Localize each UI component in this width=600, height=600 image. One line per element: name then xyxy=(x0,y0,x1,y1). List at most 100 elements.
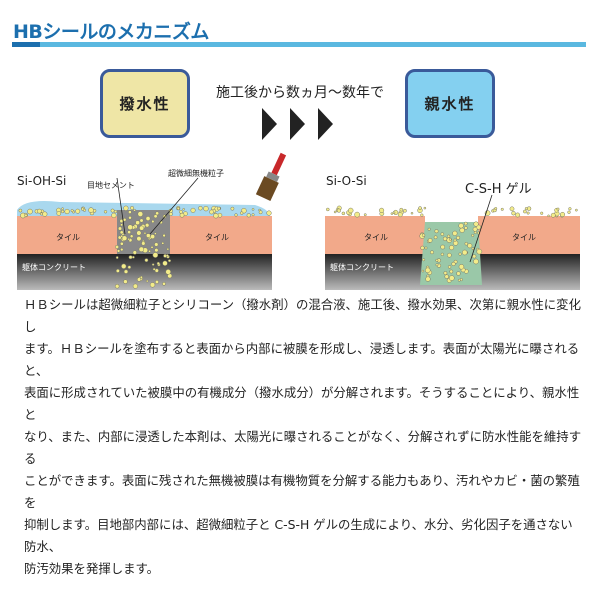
particle xyxy=(166,247,170,251)
particle xyxy=(217,206,221,211)
particle xyxy=(540,211,544,215)
particle xyxy=(422,258,426,262)
formula-label: Si-O-Si xyxy=(326,174,367,188)
particle xyxy=(42,211,48,217)
particle xyxy=(135,220,140,226)
particle xyxy=(138,246,145,253)
particle xyxy=(115,268,120,273)
transition-text: 施工後から数ヵ月～数年で xyxy=(216,85,384,101)
particle xyxy=(120,234,124,238)
particle xyxy=(145,279,149,283)
particle xyxy=(128,215,132,220)
particle xyxy=(70,209,74,213)
particle xyxy=(123,205,129,211)
paragraph-line: 抑制します。目地部内部には、超微細粒子と C-S-H ゲルの生成により、水分、劣… xyxy=(24,517,573,554)
tile-right xyxy=(478,216,580,254)
particle xyxy=(154,268,159,273)
paragraph-line: 防汚効果を発揮します。 xyxy=(24,561,160,576)
paragraph-line: ことができます。表面に残された無機被膜は有機物質を分解する能力もあり、汚れやカビ… xyxy=(24,473,580,510)
particle xyxy=(162,281,166,286)
particle xyxy=(123,269,129,274)
particle xyxy=(526,211,530,215)
paragraph-line: ＨＢシールは超微細粒子とシリコーン（撥水剤）の混合液、施工後、撥水効果、次第に親… xyxy=(24,297,581,334)
csh-gel-label: C-S-H ゲル xyxy=(465,182,532,197)
particle xyxy=(111,212,117,219)
joint-cement-label: 目地セメント xyxy=(87,181,135,190)
particle xyxy=(341,211,346,216)
particle xyxy=(136,277,142,282)
particle xyxy=(179,212,185,218)
particle xyxy=(113,209,118,214)
particle xyxy=(133,208,136,212)
particle xyxy=(421,269,425,273)
particle xyxy=(132,283,138,289)
particle xyxy=(461,249,468,256)
particle xyxy=(430,250,434,255)
particle xyxy=(151,263,155,266)
particle xyxy=(392,211,396,215)
particle xyxy=(447,252,452,258)
tile-left xyxy=(17,216,117,254)
tile-label: タイル xyxy=(56,233,80,242)
particle xyxy=(64,208,70,215)
particle xyxy=(448,275,455,281)
particle xyxy=(162,233,166,238)
particle xyxy=(165,269,171,275)
paragraph-line: 表面に形成されていた被膜中の有機成分（撥水成分）が分解されます。そうすることによ… xyxy=(24,385,580,422)
arrow-icon xyxy=(318,108,333,140)
particle xyxy=(550,212,556,218)
particle xyxy=(156,261,160,266)
particle xyxy=(458,264,465,270)
particle xyxy=(420,245,425,250)
particle xyxy=(473,221,479,227)
particle xyxy=(354,211,360,218)
particle xyxy=(209,209,214,215)
tile-label: タイル xyxy=(364,233,388,242)
particle xyxy=(122,217,127,222)
particle xyxy=(246,213,251,218)
arrow-icon xyxy=(262,108,277,140)
particle xyxy=(464,242,469,246)
particle xyxy=(115,244,119,249)
water-repellent-box: 撥水性 xyxy=(100,69,190,138)
particle xyxy=(121,263,127,269)
tile-label: タイル xyxy=(205,233,229,242)
particle xyxy=(153,214,158,219)
particle xyxy=(154,242,159,247)
particle xyxy=(410,211,414,215)
particle xyxy=(472,254,477,259)
particle xyxy=(154,279,159,284)
particle xyxy=(121,232,125,236)
particle xyxy=(559,211,566,217)
particle xyxy=(137,211,144,217)
particle xyxy=(524,207,528,210)
hydrophilic-box: 親水性 xyxy=(405,69,495,138)
particle xyxy=(523,209,527,214)
particle xyxy=(115,256,119,259)
particle xyxy=(213,213,219,219)
particle xyxy=(136,236,142,242)
particle xyxy=(110,208,115,213)
particle xyxy=(347,207,354,214)
particle xyxy=(451,261,456,267)
particle xyxy=(24,213,28,218)
particle xyxy=(463,221,468,226)
particle xyxy=(127,230,131,234)
particle xyxy=(467,243,473,249)
particle xyxy=(258,210,263,215)
particle xyxy=(141,241,146,246)
particle xyxy=(139,218,144,223)
particle xyxy=(144,223,150,228)
arrow-icon xyxy=(290,108,305,140)
particle xyxy=(132,255,135,259)
particle xyxy=(145,216,151,221)
particle xyxy=(129,234,134,238)
formula-label: Si-OH-Si xyxy=(17,174,67,188)
particle xyxy=(116,249,121,253)
particle xyxy=(152,252,159,258)
particle xyxy=(182,208,185,211)
particle xyxy=(473,258,479,265)
particle xyxy=(234,213,238,217)
particle xyxy=(117,226,123,231)
description-paragraph: ＨＢシールは超微細粒子とシリコーン（撥水剤）の混合液、施工後、撥水効果、次第に親… xyxy=(24,294,584,580)
